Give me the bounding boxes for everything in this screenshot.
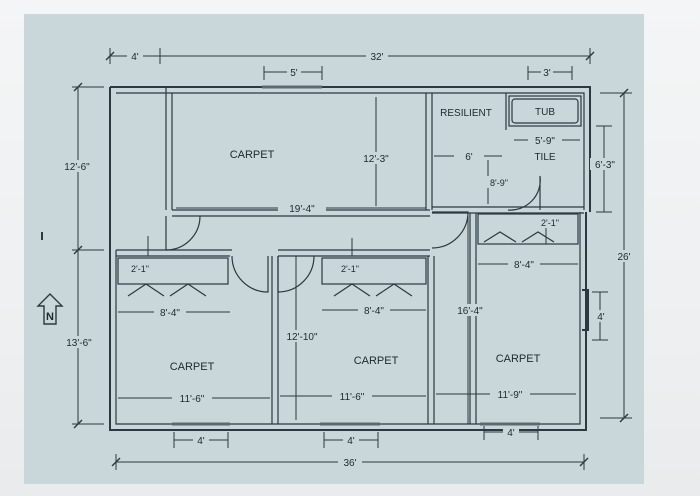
dim-room-3-width: 11'-9": [498, 390, 523, 401]
dim-closet-mid-width: 8'-4": [364, 306, 384, 317]
room-carpet-2: CARPET: [354, 355, 399, 367]
dim-hall-12: 12'-10": [286, 332, 317, 343]
north-label: N: [46, 311, 54, 323]
dim-closet-left-width: 8'-4": [160, 308, 180, 319]
dim-main-height: 12'-3": [363, 154, 389, 165]
dim-hall-16: 16'-4": [457, 306, 483, 317]
dim-main-width: 19'-4": [289, 204, 315, 215]
dim-closet-mid: 2'-1": [341, 264, 359, 274]
dim-bath-door: 8'-9": [490, 178, 508, 188]
dim-closet-right: 2'-1": [541, 218, 559, 228]
room-resilient: RESILIENT: [440, 108, 492, 119]
room-tile: TILE: [534, 152, 555, 163]
dim-room-1-width: 11'-6": [180, 394, 205, 405]
room-carpet-main: CARPET: [230, 149, 275, 161]
dim-bottom-overall: 36': [343, 458, 356, 469]
dimension-lines: [72, 48, 632, 470]
dim-room-2-width: 11'-6": [340, 392, 365, 403]
dim-top-right: 3': [543, 68, 551, 79]
dim-bath-6: 6': [465, 152, 473, 163]
paper-sheet: [24, 14, 644, 484]
dim-top-left: 4': [131, 52, 139, 63]
room-tub: TUB: [535, 107, 555, 118]
dim-top-door: 5': [290, 68, 298, 79]
dim-right-window: 4': [597, 312, 605, 323]
north-arrow: N: [36, 293, 64, 325]
dim-right-bath: 6'-3": [595, 160, 615, 171]
dim-tub-width: 5'-9": [535, 136, 555, 147]
dim-bottom-window-3: 4': [507, 428, 515, 439]
dim-left-upper: 12'-6": [64, 162, 90, 173]
room-carpet-3: CARPET: [496, 353, 541, 365]
dim-bottom-window-1: 4': [197, 436, 205, 447]
dim-overall-top: 32': [370, 52, 383, 63]
room-carpet-1: CARPET: [170, 361, 215, 373]
dim-bottom-window-2: 4': [347, 436, 355, 447]
dim-right-total: 26': [617, 252, 630, 263]
dim-closet-right-width: 8'-4": [514, 260, 534, 271]
dim-closet-left: 2'-1": [131, 264, 149, 274]
dimension-ticks: [73, 51, 629, 467]
dim-left-lower: 13'-6": [66, 338, 92, 349]
